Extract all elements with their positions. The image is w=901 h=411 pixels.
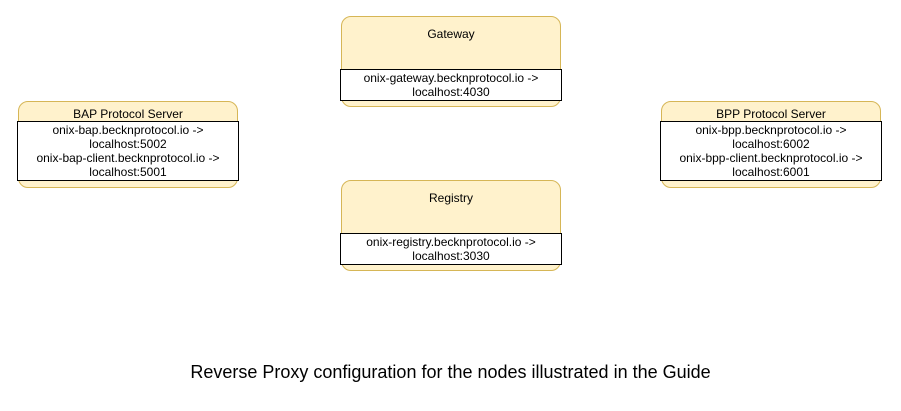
mapping-line: localhost:6001 — [732, 165, 810, 179]
node-registry[interactable]: Registry onix-registry.becknprotocol.io … — [340, 180, 562, 271]
mapping-line: localhost:5001 — [89, 165, 167, 179]
node-gateway-mapping: onix-gateway.becknprotocol.io -> localho… — [340, 69, 562, 101]
mapping-line: onix-gateway.becknprotocol.io -> — [363, 71, 539, 85]
node-bpp-protocol-server[interactable]: BPP Protocol Server onix-bpp.becknprotoc… — [660, 101, 882, 188]
mapping-line: onix-bap-client.becknprotocol.io -> — [36, 151, 220, 165]
node-registry-mapping: onix-registry.becknprotocol.io -> localh… — [340, 233, 562, 265]
node-gateway-title: Gateway — [427, 27, 475, 41]
mapping-line: localhost:4030 — [412, 85, 490, 99]
mapping-line: onix-bpp.becknprotocol.io -> — [695, 123, 847, 137]
node-bap-mapping: onix-bap.becknprotocol.io -> localhost:5… — [17, 121, 239, 181]
mapping-line: onix-bpp-client.becknprotocol.io -> — [679, 151, 863, 165]
mapping-line: localhost:3030 — [412, 249, 490, 263]
mapping-line: localhost:6002 — [732, 137, 810, 151]
node-registry-title: Registry — [428, 191, 473, 205]
node-gateway[interactable]: Gateway onix-gateway.becknprotocol.io ->… — [340, 16, 562, 107]
node-bap-title: BAP Protocol Server — [73, 107, 183, 121]
node-bpp-mapping: onix-bpp.becknprotocol.io -> localhost:6… — [660, 121, 882, 181]
node-bpp-title: BPP Protocol Server — [716, 107, 826, 121]
node-bap-protocol-server[interactable]: BAP Protocol Server onix-bap.becknprotoc… — [17, 101, 239, 188]
mapping-line: onix-registry.becknprotocol.io -> — [366, 235, 536, 249]
mapping-line: localhost:5002 — [89, 137, 167, 151]
diagram-caption: Reverse Proxy configuration for the node… — [190, 362, 711, 382]
mapping-line: onix-bap.becknprotocol.io -> — [52, 123, 204, 137]
